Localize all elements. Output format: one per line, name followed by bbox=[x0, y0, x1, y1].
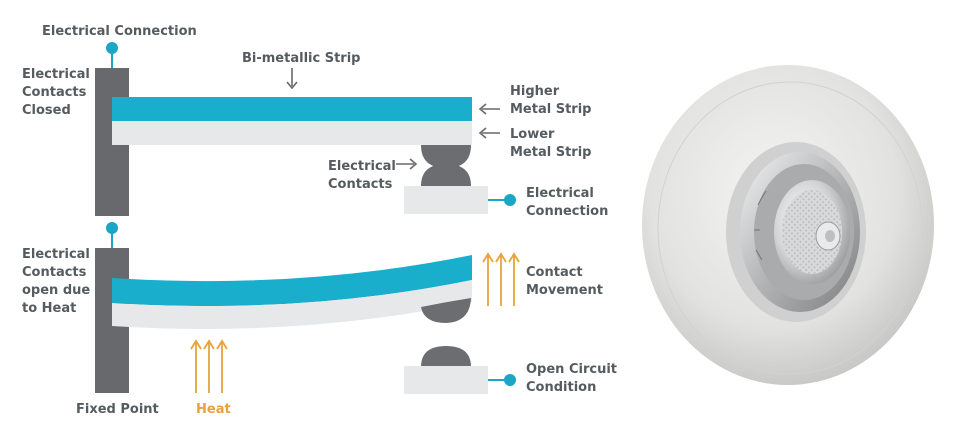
label-contacts-closed: Electrical Contacts Closed bbox=[22, 67, 94, 118]
bimetal-arrowhead bbox=[286, 81, 298, 90]
contact-movement-arrows bbox=[482, 252, 520, 306]
lower-contact-top bbox=[421, 164, 471, 186]
label-electrical-connection-right: Electrical Connection bbox=[526, 186, 608, 219]
diagram-labels: Electrical Connection Electrical Contact… bbox=[22, 24, 622, 417]
lower-contact-bottom bbox=[421, 346, 471, 367]
bottom-connection-dot bbox=[106, 222, 118, 234]
contacts-arrowhead bbox=[409, 158, 418, 170]
label-bimetallic-strip: Bi-metallic Strip bbox=[242, 51, 360, 66]
contact-base-bottom bbox=[404, 366, 488, 394]
higher-metal-strip-bottom bbox=[112, 255, 472, 307]
open-circuit-dot bbox=[504, 374, 516, 386]
open-state-diagram bbox=[95, 222, 520, 394]
label-contacts-open: Electrical Contacts open due to Heat bbox=[22, 247, 95, 316]
top-connection-dot bbox=[106, 42, 118, 54]
thermostat-product-image bbox=[642, 65, 934, 385]
higher-metal-strip-top bbox=[112, 97, 472, 121]
upper-contact-bottom bbox=[421, 298, 471, 323]
higher-strip-arrowhead bbox=[478, 103, 487, 115]
label-electrical-contacts: Electrical Contacts bbox=[328, 159, 400, 192]
label-electrical-connection-top: Electrical Connection bbox=[42, 24, 197, 39]
label-heat: Heat bbox=[196, 402, 231, 417]
label-higher-metal-strip: Higher Metal Strip bbox=[510, 84, 591, 117]
closed-state-diagram bbox=[95, 42, 516, 216]
label-contact-movement: Contact Movement bbox=[526, 265, 603, 298]
upper-contact-top bbox=[421, 145, 471, 168]
label-lower-metal-strip: Lower Metal Strip bbox=[510, 127, 591, 160]
label-fixed-point: Fixed Point bbox=[76, 402, 159, 417]
lower-metal-strip-top bbox=[112, 121, 472, 145]
contact-base-top bbox=[404, 186, 488, 214]
lower-strip-arrowhead bbox=[478, 127, 487, 139]
label-open-circuit: Open Circuit Condition bbox=[526, 362, 622, 395]
right-connection-dot bbox=[504, 194, 516, 206]
heat-arrows bbox=[190, 339, 228, 393]
lower-metal-strip-bottom bbox=[112, 280, 472, 329]
